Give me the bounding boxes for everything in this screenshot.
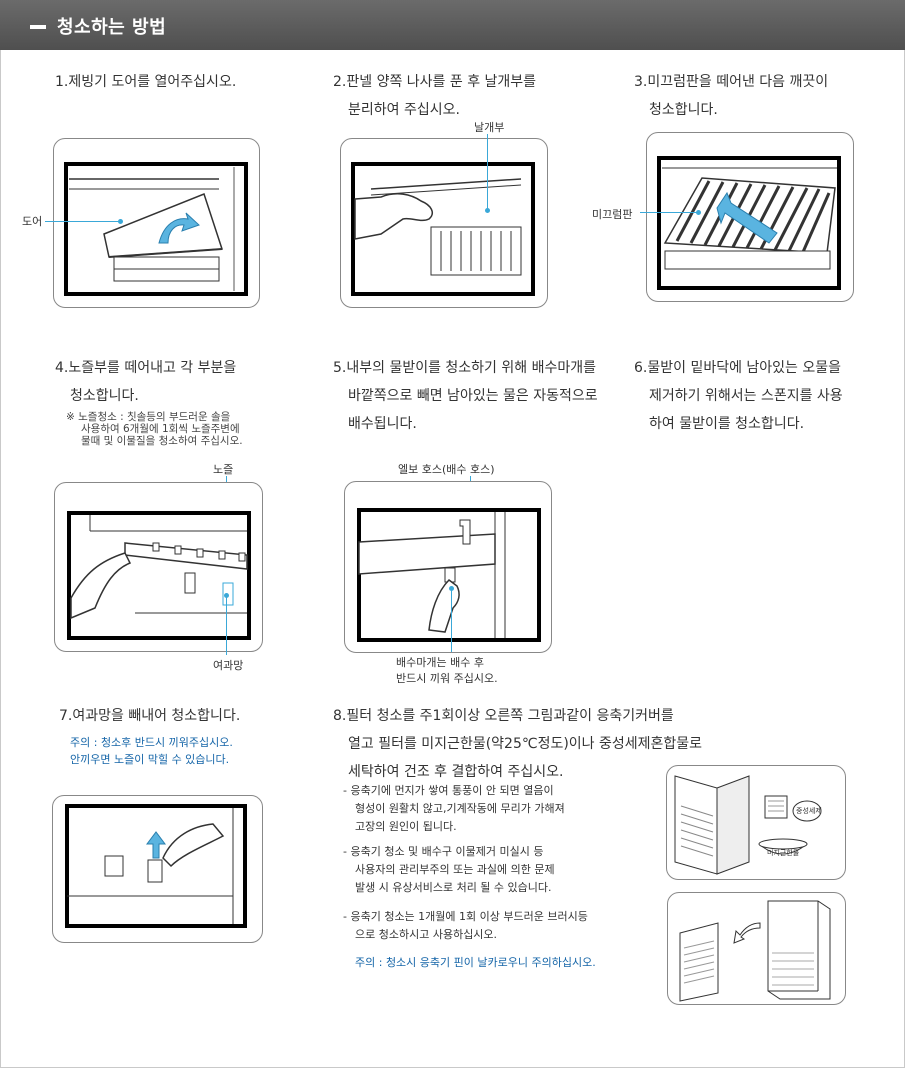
step-5: 5.내부의 물받이를 청소하기 위해 배수마개를 바깥쪽으로 빼면 남아있는 물… [333, 360, 598, 432]
strainer-illustration [52, 795, 263, 943]
drain-illustration [344, 481, 552, 653]
fin-caution: 주의 : 청소시 응축기 핀이 날카로우니 주의하십시오. [355, 956, 596, 969]
door-leader [45, 221, 120, 222]
drain-leader-dot [449, 586, 454, 591]
detergent-label: 중성세제 [796, 807, 822, 815]
step-3: 3.미끄럼판을 떼어낸 다음 깨끗이 청소합니다. [634, 74, 829, 118]
slide-illustration [646, 132, 854, 302]
condenser-note-2: - 응축기 청소 및 배수구 이물제거 미실시 등 사용자의 관리부주의 또는 … [343, 845, 555, 894]
filter-net-caution: 주의 : 청소후 반드시 끼워주십시오. 안끼우면 노즐이 막힐 수 있습니다. [70, 736, 233, 766]
section-header: 청소하는 방법 [0, 0, 905, 50]
wing-illustration [340, 138, 548, 308]
nozzle-note: ※ 노즐청소 : 칫솔등의 부드러운 솔을 사용하여 6개월에 1회씩 노즐주변… [66, 411, 243, 447]
nozzle-illustration [54, 482, 263, 652]
reassemble-illustration [667, 892, 846, 1005]
drain-leader [451, 588, 452, 652]
drain-plug-callout: 배수마개는 배수 후 반드시 끼워 주십시오. [396, 656, 498, 685]
slide-callout: 미끄럼판 [592, 208, 633, 221]
elbow-callout: 엘보 호스(배수 호스) [398, 463, 495, 476]
condenser-note-1: - 응축기에 먼지가 쌓여 통풍이 안 되면 열음이 형성이 원활치 않고,기계… [343, 784, 565, 833]
slide-leader-dot [696, 210, 701, 215]
nozzle-callout: 노즐 [213, 463, 234, 476]
dash-icon [30, 25, 46, 29]
filter-wash-illustration [666, 765, 846, 880]
wing-callout: 날개부 [474, 121, 505, 134]
door-callout: 도어 [22, 215, 43, 228]
wing-leader [487, 134, 488, 210]
page-title: 청소하는 방법 [57, 17, 167, 38]
lukewarm-label: 미지근한물 [767, 849, 800, 857]
strainer-leader-dot [224, 593, 229, 598]
step-6: 6.물받이 밑바닥에 남아있는 오물을 제거하기 위해서는 스폰지를 사용 하여… [634, 360, 843, 432]
slide-leader [640, 212, 698, 213]
wing-leader-dot [485, 208, 490, 213]
step-1: 1.제빙기 도어를 열어주십시오. [55, 74, 237, 90]
strainer-leader [226, 595, 227, 655]
door-illustration [53, 138, 260, 308]
step-8: 8.필터 청소를 주1회이상 오른쪽 그림과같이 응축기커버를 열고 필터를 미… [333, 708, 703, 780]
step-7: 7.여과망을 빼내어 청소합니다. [59, 708, 241, 724]
step-4: 4.노즐부를 떼어내고 각 부분을 청소합니다. [55, 360, 237, 404]
step-2: 2.판넬 양쪽 나사를 푼 후 날개부를 분리하여 주십시오. [333, 74, 537, 118]
door-leader-dot [118, 219, 123, 224]
strainer-callout: 여과망 [213, 659, 244, 672]
condenser-note-3: - 응축기 청소는 1개월에 1회 이상 부드러운 브러시등 으로 청소하시고 … [343, 910, 588, 941]
